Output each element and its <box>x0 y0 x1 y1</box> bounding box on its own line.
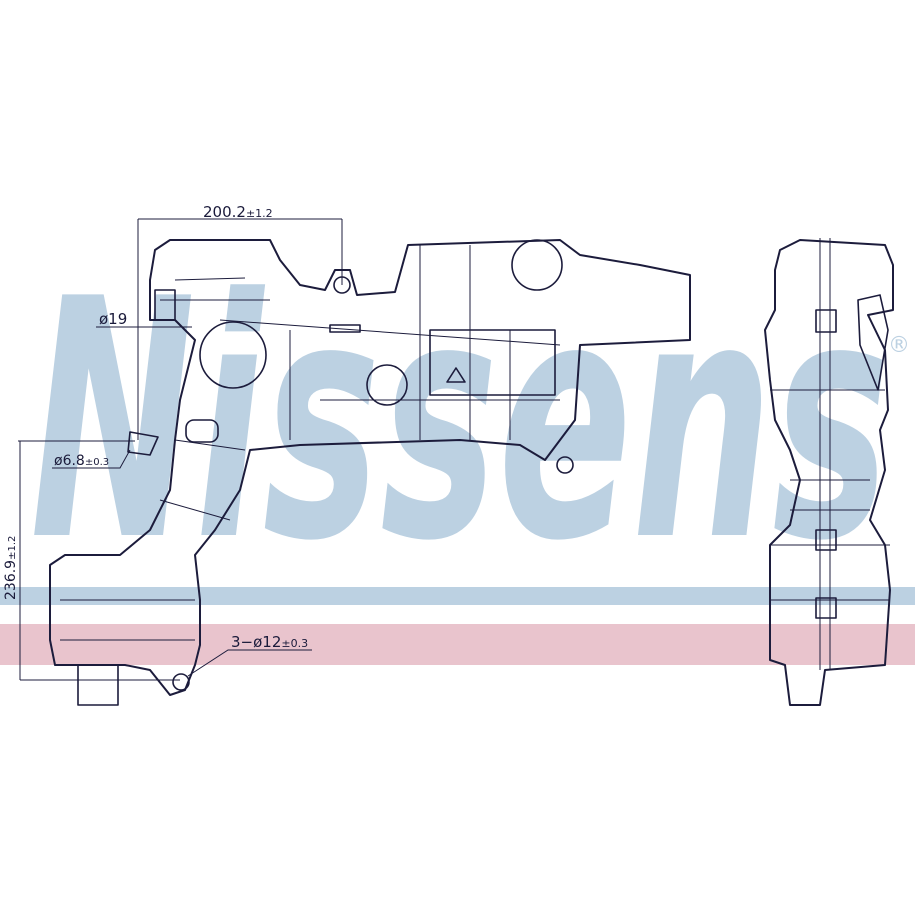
width-value: 200.2 <box>203 203 246 221</box>
width-tolerance: ±1.2 <box>246 207 273 220</box>
outlet-diameter-value: ø19 <box>99 310 127 328</box>
dimension-mount-holes: 3−ø12±0.3 <box>187 633 312 677</box>
dimension-mount-hole: ø6.8±0.3 <box>18 431 159 469</box>
svg-text:236.9±1.2: 236.9±1.2 <box>3 536 19 600</box>
height-tolerance: ±1.2 <box>7 536 18 560</box>
expansion-tank-front-view <box>49 239 691 706</box>
dimension-outlet-diameter: ø19 <box>96 310 192 328</box>
registered-mark: ® <box>888 333 910 358</box>
svg-text:3−ø12±0.3: 3−ø12±0.3 <box>231 633 308 651</box>
mount-holes-tolerance: ±0.3 <box>281 637 308 650</box>
mount-hole-tolerance: ±0.3 <box>85 457 109 468</box>
expansion-tank-side-view <box>764 238 894 706</box>
svg-text:200.2±1.2: 200.2±1.2 <box>203 203 273 221</box>
nissens-watermark: Nissens <box>30 229 890 613</box>
mount-hole-value: ø6.8 <box>54 453 85 469</box>
dimension-width: 200.2±1.2 <box>137 203 343 440</box>
mount-holes-value: 3−ø12 <box>231 633 281 651</box>
dimension-height: 236.9±1.2 <box>3 441 180 681</box>
watermark-band-pink <box>0 624 915 665</box>
svg-text:ø6.8±0.3: ø6.8±0.3 <box>54 453 109 469</box>
watermark-band-blue <box>0 587 915 605</box>
height-value: 236.9 <box>3 560 19 600</box>
